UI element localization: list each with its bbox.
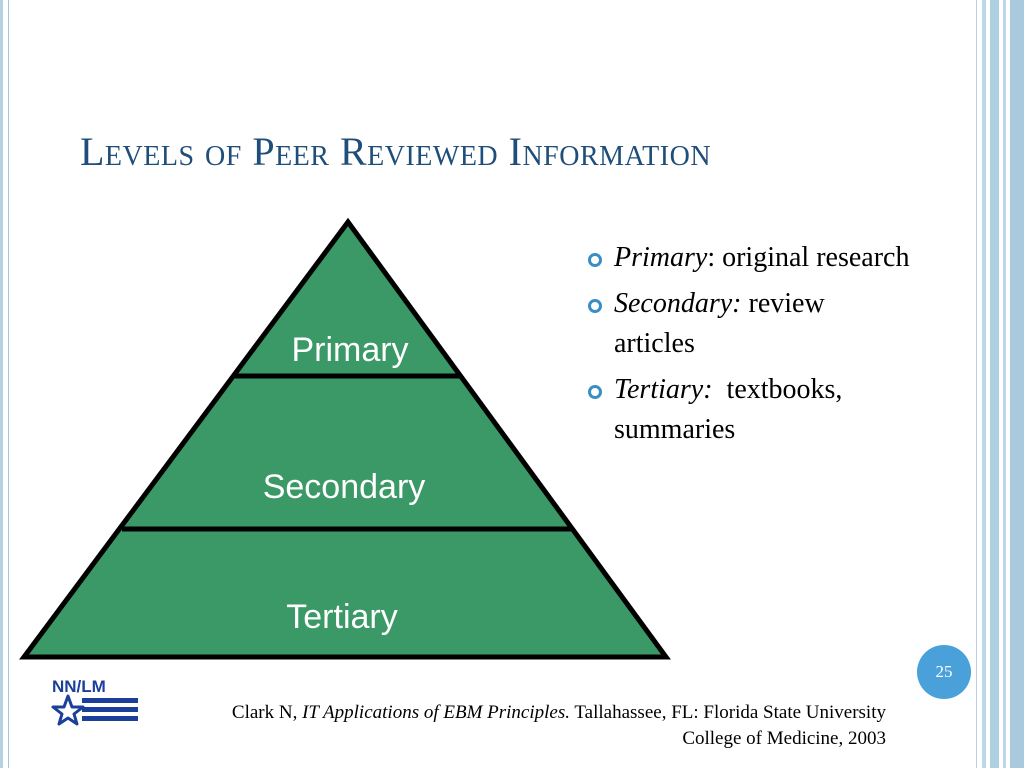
bullet-text: original research bbox=[715, 242, 910, 273]
right-border-bar bbox=[982, 0, 986, 768]
bullet-item-secondary: Secondary: review articles bbox=[580, 284, 910, 364]
bullet-icon bbox=[588, 385, 602, 399]
right-border-bar bbox=[990, 0, 999, 768]
frame-line-left bbox=[0, 0, 3, 768]
star-icon bbox=[51, 694, 85, 726]
right-border-bar bbox=[1010, 0, 1024, 768]
pyramid-level-primary: Primary bbox=[291, 331, 408, 369]
citation-work: IT Applications of EBM Principles. bbox=[302, 702, 570, 723]
bullet-icon bbox=[588, 299, 602, 313]
pyramid-shape bbox=[19, 217, 671, 660]
logo-stripe bbox=[72, 707, 138, 712]
citation-rest: Tallahassee, FL: Florida State Universit… bbox=[570, 702, 886, 749]
bullet-list: Primary: original research Secondary: re… bbox=[580, 238, 910, 456]
bullet-icon bbox=[588, 253, 602, 267]
citation-author: Clark N, bbox=[231, 702, 303, 723]
bullet-text: review articles bbox=[614, 288, 825, 359]
bullet-term: Tertiary: bbox=[614, 374, 713, 405]
logo-stripe bbox=[72, 716, 138, 721]
pyramid-diagram: Primary Secondary Tertiary bbox=[19, 217, 671, 660]
right-border-bar bbox=[976, 0, 977, 768]
citation: Clark N, IT Applications of EBM Principl… bbox=[226, 700, 886, 752]
bullet-text: textbooks, summaries bbox=[614, 374, 850, 445]
bullet-item-tertiary: Tertiary: textbooks, summaries bbox=[580, 370, 910, 450]
pyramid-level-tertiary: Tertiary bbox=[286, 598, 397, 636]
page-number-badge: 25 bbox=[917, 645, 971, 699]
right-border-bar bbox=[1003, 0, 1006, 768]
slide-title: Levels of Peer Reviewed Information bbox=[80, 129, 712, 174]
nnlm-logo: NN/LM bbox=[50, 677, 138, 726]
bullet-item-primary: Primary: original research bbox=[580, 238, 910, 278]
logo-text: NN/LM bbox=[52, 677, 106, 696]
bullet-term: Secondary: bbox=[614, 288, 742, 319]
bullet-term: Primary bbox=[614, 242, 708, 273]
bullet-separator: : bbox=[707, 242, 716, 273]
pyramid-level-secondary: Secondary bbox=[263, 468, 426, 506]
logo-stripe bbox=[72, 698, 138, 703]
frame-line-left-inner bbox=[8, 0, 9, 768]
